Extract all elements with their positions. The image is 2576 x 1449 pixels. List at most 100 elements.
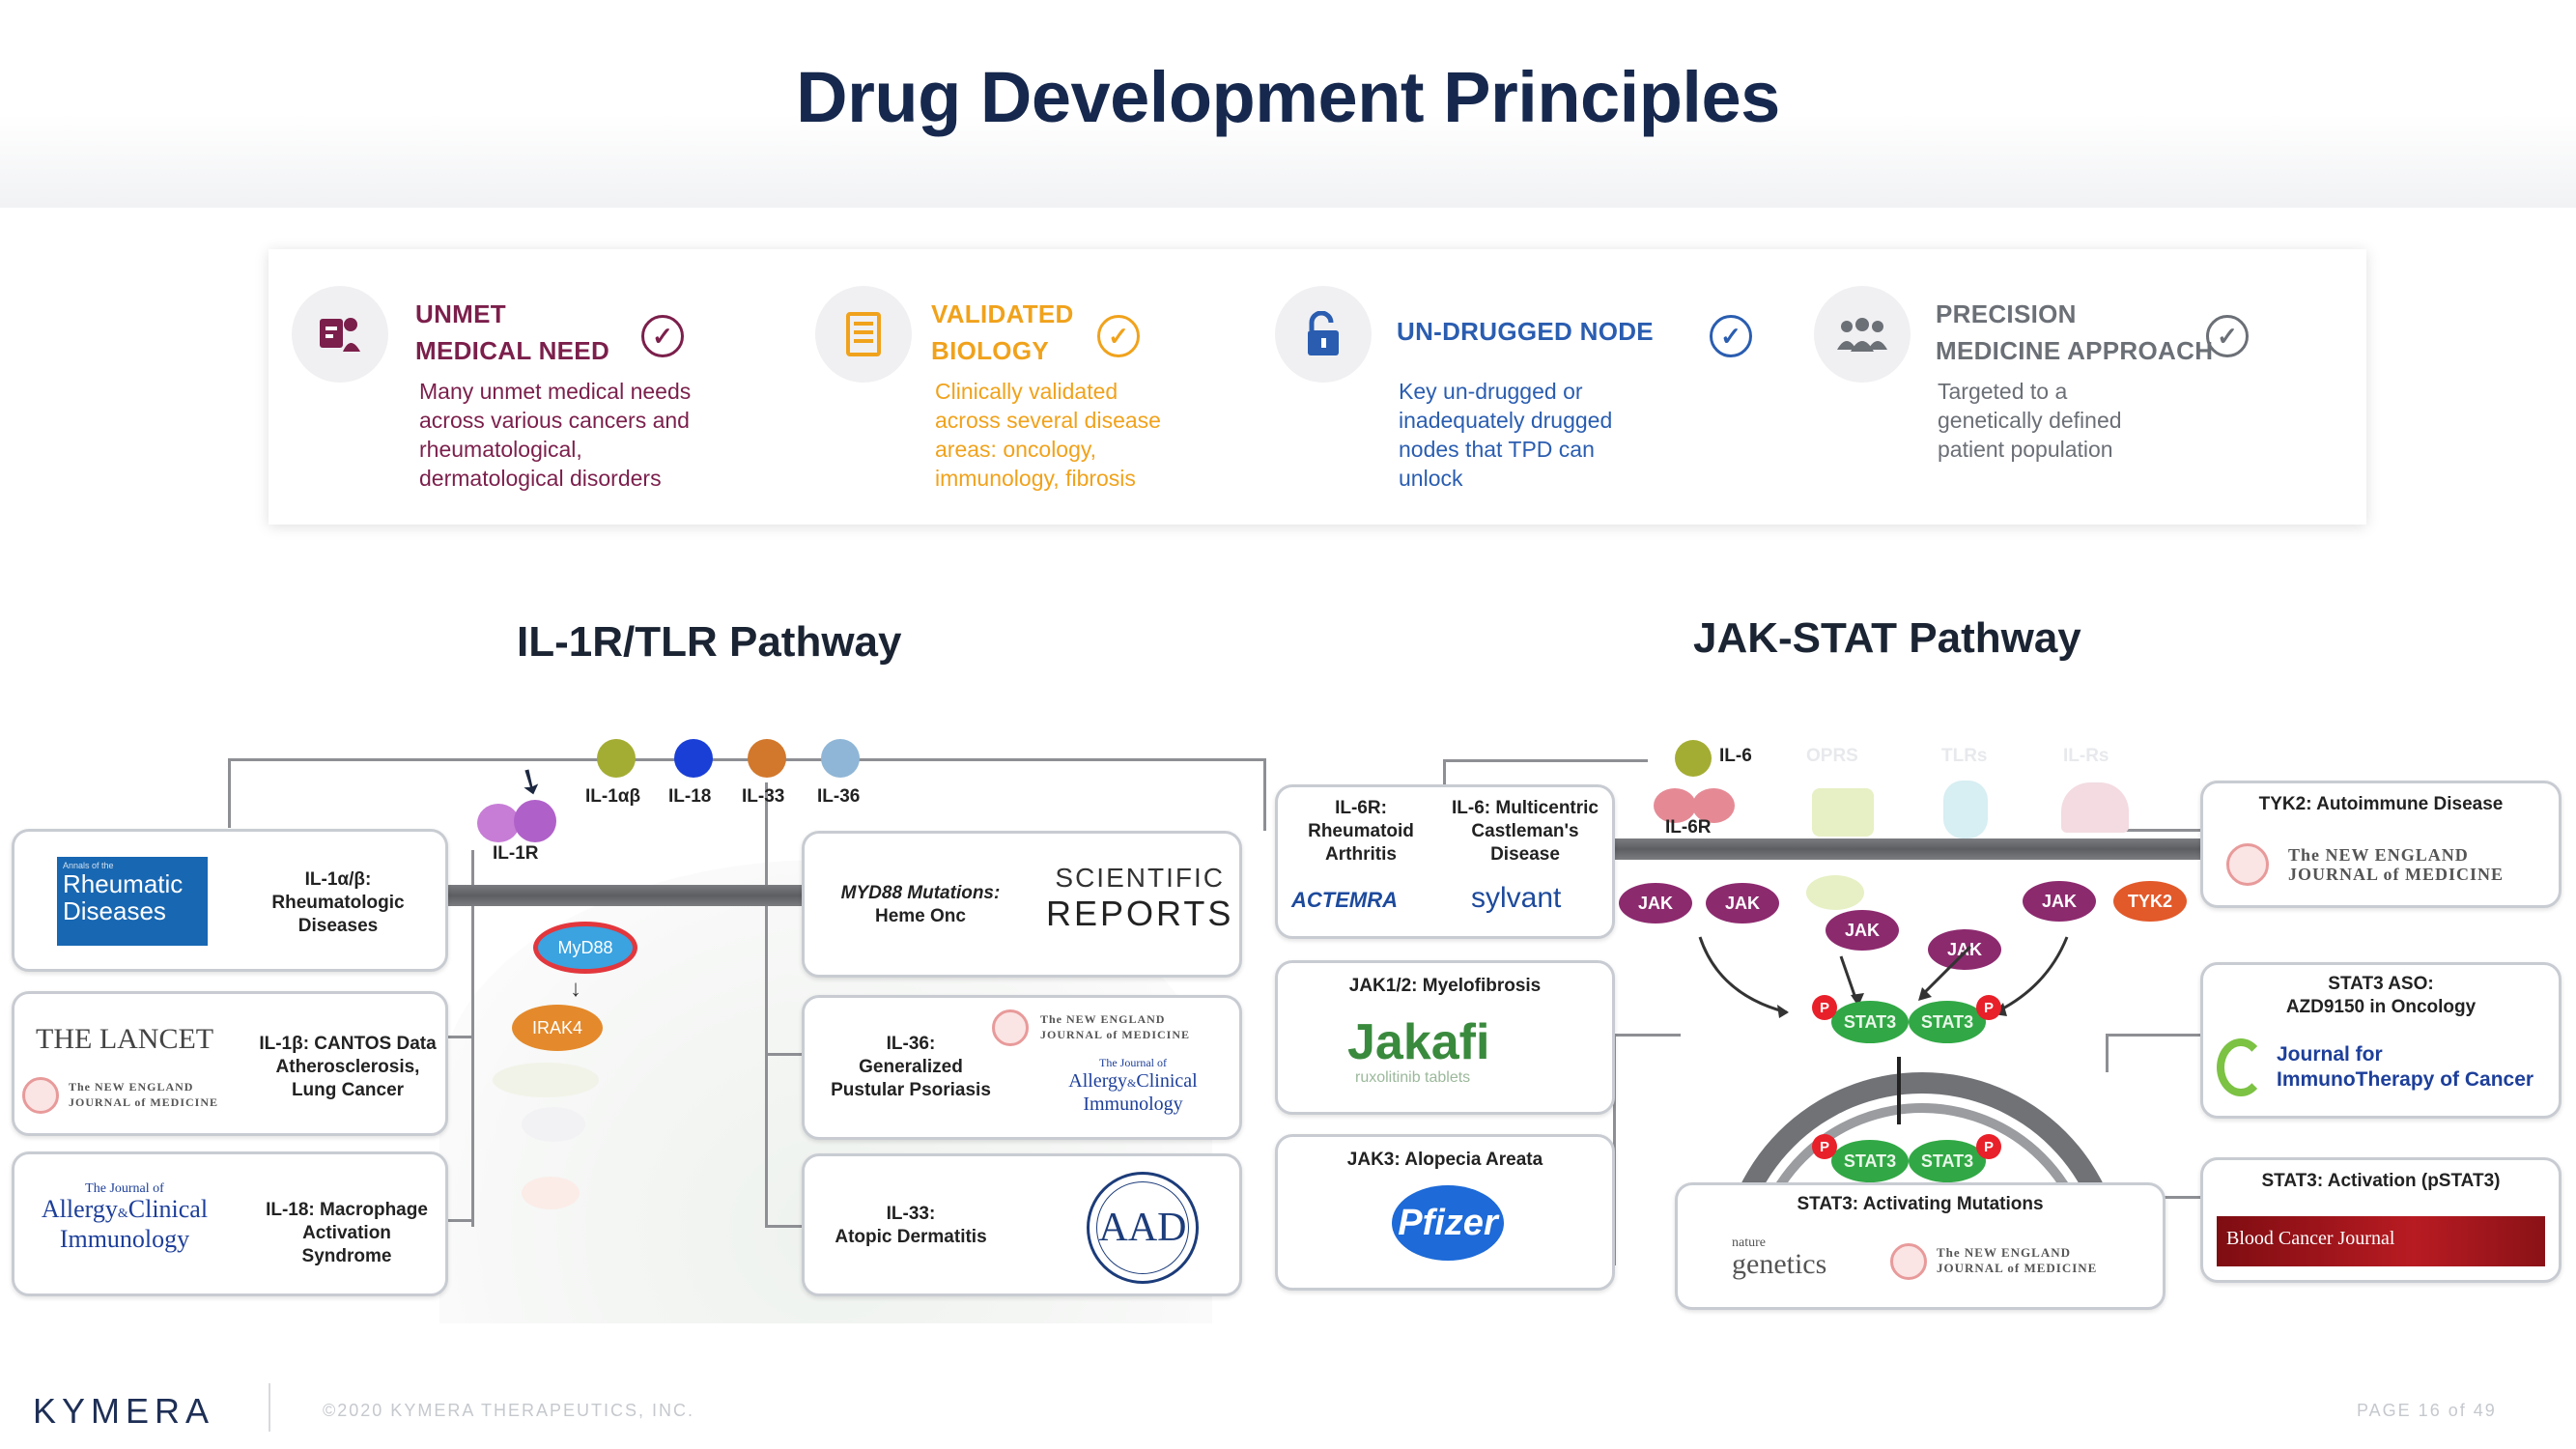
box-label: STAT3: Activating Mutations: [1797, 1194, 2044, 1214]
connector-line: [2125, 829, 2202, 832]
logo-small-text: nature: [1732, 1236, 1766, 1250]
label-line: Rheumatologic: [271, 893, 405, 913]
myd88-node: MyD88: [533, 922, 637, 974]
sylvant-logo: sylvant: [1471, 882, 1562, 914]
jak-node: JAK: [1619, 883, 1692, 923]
principle-validated-biology: VALIDATED BIOLOGY ✓ Clinically validated…: [815, 276, 1221, 508]
phosphate-node: P: [1976, 1134, 2001, 1159]
box-label: IL-6R: Rheumatoid Arthritis: [1284, 797, 1438, 867]
faded-node: [522, 1177, 580, 1209]
stat3-node: STAT3: [1831, 1001, 1909, 1043]
label-line: IL-36:: [886, 1034, 936, 1054]
nejm-seal-icon: [22, 1077, 59, 1114]
desc-line: inadequately drugged: [1399, 408, 1613, 433]
footer-copyright: ©2020 KYMERA THERAPEUTICS, INC.: [323, 1401, 695, 1420]
logo-text: AAD: [1096, 1181, 1189, 1274]
nejm-line: JOURNAL of MEDICINE: [2288, 865, 2505, 884]
principle-title-line: UNMET: [415, 299, 506, 328]
ligand-il33: [748, 739, 786, 778]
logo-text: Allergy: [1068, 1070, 1128, 1092]
label-line: Disease: [1490, 844, 1560, 865]
stat3-aso-box: STAT3 ASO: AZD9150 in Oncology Journal f…: [2200, 962, 2562, 1119]
principle-title: UNMET MEDICAL NEED: [415, 296, 609, 369]
desc-line: Many unmet medical needs: [419, 379, 692, 404]
jitc-swirl-icon: [2217, 1038, 2265, 1096]
principle-undrugged-node: UN-DRUGGED NODE ✓ Key un-drugged or inad…: [1275, 276, 1758, 508]
box-label: JAK3: Alopecia Areata: [1346, 1150, 1543, 1170]
allergy-journal-logo: The Journal of Allergy&Clinical Immunolo…: [28, 1181, 221, 1252]
desc-line: across several disease: [935, 408, 1161, 433]
faded-receptor: [1943, 781, 1988, 838]
label-line: STAT3 ASO:: [2328, 974, 2434, 994]
principle-title-line: BIOLOGY: [931, 336, 1049, 365]
scientific-reports-logo: SCIENTIFIC REPORTS: [1046, 863, 1233, 934]
kymera-logo: KYMERA: [33, 1391, 215, 1431]
jitc-logo: Journal for ImmunoTherapy of Cancer: [2277, 1042, 2534, 1093]
label-line: MYD88 Mutations:: [840, 883, 1001, 903]
principle-description: Key un-drugged or inadequately drugged n…: [1399, 377, 1612, 493]
label-line: Heme Onc: [875, 906, 966, 926]
logo-text: Immunology: [1083, 1094, 1183, 1115]
connector-line: [1263, 758, 1266, 831]
label-line: Diseases: [297, 916, 379, 936]
check-icon: ✓: [2206, 315, 2249, 357]
desc-line: dermatological disorders: [419, 466, 662, 491]
principle-description: Many unmet medical needs across various …: [419, 377, 691, 493]
pfizer-logo: Pfizer: [1392, 1185, 1504, 1261]
rheumatic-diseases-logo: Annals of the Rheumatic Diseases: [57, 857, 208, 946]
nejm-logo: The NEW ENGLAND JOURNAL of MEDICINE: [69, 1079, 218, 1110]
il6-box: IL-6R: Rheumatoid Arthritis IL-6: Multic…: [1275, 784, 1615, 939]
principle-precision-medicine: PRECISION MEDICINE APPROACH ✓ Targeted t…: [1814, 276, 2355, 508]
label-line: Syndrome: [301, 1246, 392, 1266]
desc-line: immunology, fibrosis: [935, 466, 1136, 491]
cell-membrane: [446, 885, 804, 906]
desc-line: patient population: [1938, 437, 2113, 462]
stat3-node: STAT3: [1831, 1140, 1909, 1182]
label-line: Activation: [302, 1223, 391, 1243]
label-line: IL-1α/β:: [304, 869, 372, 890]
jak3-box: JAK3: Alopecia Areata Pfizer: [1275, 1134, 1615, 1291]
group-people-icon: [1814, 286, 1911, 383]
document-list-icon: [815, 286, 912, 383]
nejm-line: The NEW ENGLAND: [69, 1080, 194, 1094]
box-label: JAK1/2: Myelofibrosis: [1348, 976, 1542, 996]
jakafi-logo: Jakafi: [1347, 1014, 1490, 1070]
nejm-line: JOURNAL of MEDICINE: [1040, 1028, 1191, 1041]
jakstat-pathway-title: JAK-STAT Pathway: [1693, 614, 2081, 662]
connector-line: [2106, 1034, 2202, 1037]
ligand-label: IL-36: [817, 786, 861, 807]
arrow-down-icon: [1897, 1057, 1901, 1124]
ligand-il18: [674, 739, 713, 778]
stat3-node: STAT3: [1909, 1140, 1986, 1182]
connector-line: [765, 782, 768, 1227]
logo-small-text: The Journal of: [85, 1181, 164, 1196]
connector-line: [1613, 1034, 1681, 1037]
il1r-pathway-title: IL-1R/TLR Pathway: [517, 618, 902, 666]
faded-label: TLRs: [1941, 746, 1988, 766]
jakafi-subtitle: ruxolitinib tablets: [1355, 1069, 1471, 1086]
il36-box: IL-36: Generalized Pustular Psoriasis Th…: [802, 995, 1242, 1140]
nejm-logo: The NEW ENGLAND JOURNAL of MEDICINE: [1937, 1245, 2097, 1276]
logo-small-text: The Journal of: [1099, 1056, 1167, 1069]
principle-title: PRECISION MEDICINE APPROACH: [1936, 296, 2213, 369]
cantos-box: THE LANCET The NEW ENGLAND JOURNAL of ME…: [12, 991, 448, 1136]
connector-line: [228, 758, 1265, 761]
desc-line: genetically defined: [1938, 408, 2122, 433]
principle-title-line: VALIDATED: [931, 299, 1074, 328]
page-title: Drug Development Principles: [796, 57, 1780, 137]
mas-box: The Journal of Allergy&Clinical Immunolo…: [12, 1151, 448, 1296]
label-line: IL-33:: [886, 1204, 936, 1224]
stat3-node: STAT3: [1909, 1001, 1986, 1043]
tyk2-node: TYK2: [2113, 881, 2187, 922]
arrow-down-icon: ➘: [508, 756, 553, 806]
faded-receptor: [1812, 788, 1874, 837]
receptor-label: IL-6R: [1665, 817, 1712, 838]
faded-label: IL-Rs: [2063, 746, 2109, 766]
ligand-label: IL-18: [668, 786, 712, 807]
label-line: IL-1β: CANTOS Data: [259, 1034, 437, 1054]
connector-line: [228, 758, 231, 828]
box-label: STAT3: Activation (pSTAT3): [2261, 1171, 2501, 1191]
box-label: IL-1β: CANTOS Data Atherosclerosis, Lung…: [248, 1033, 447, 1102]
il33-box: IL-33: Atopic Dermatitis AAD: [802, 1153, 1242, 1296]
nejm-logo: The NEW ENGLAND JOURNAL of MEDICINE: [2288, 845, 2504, 884]
